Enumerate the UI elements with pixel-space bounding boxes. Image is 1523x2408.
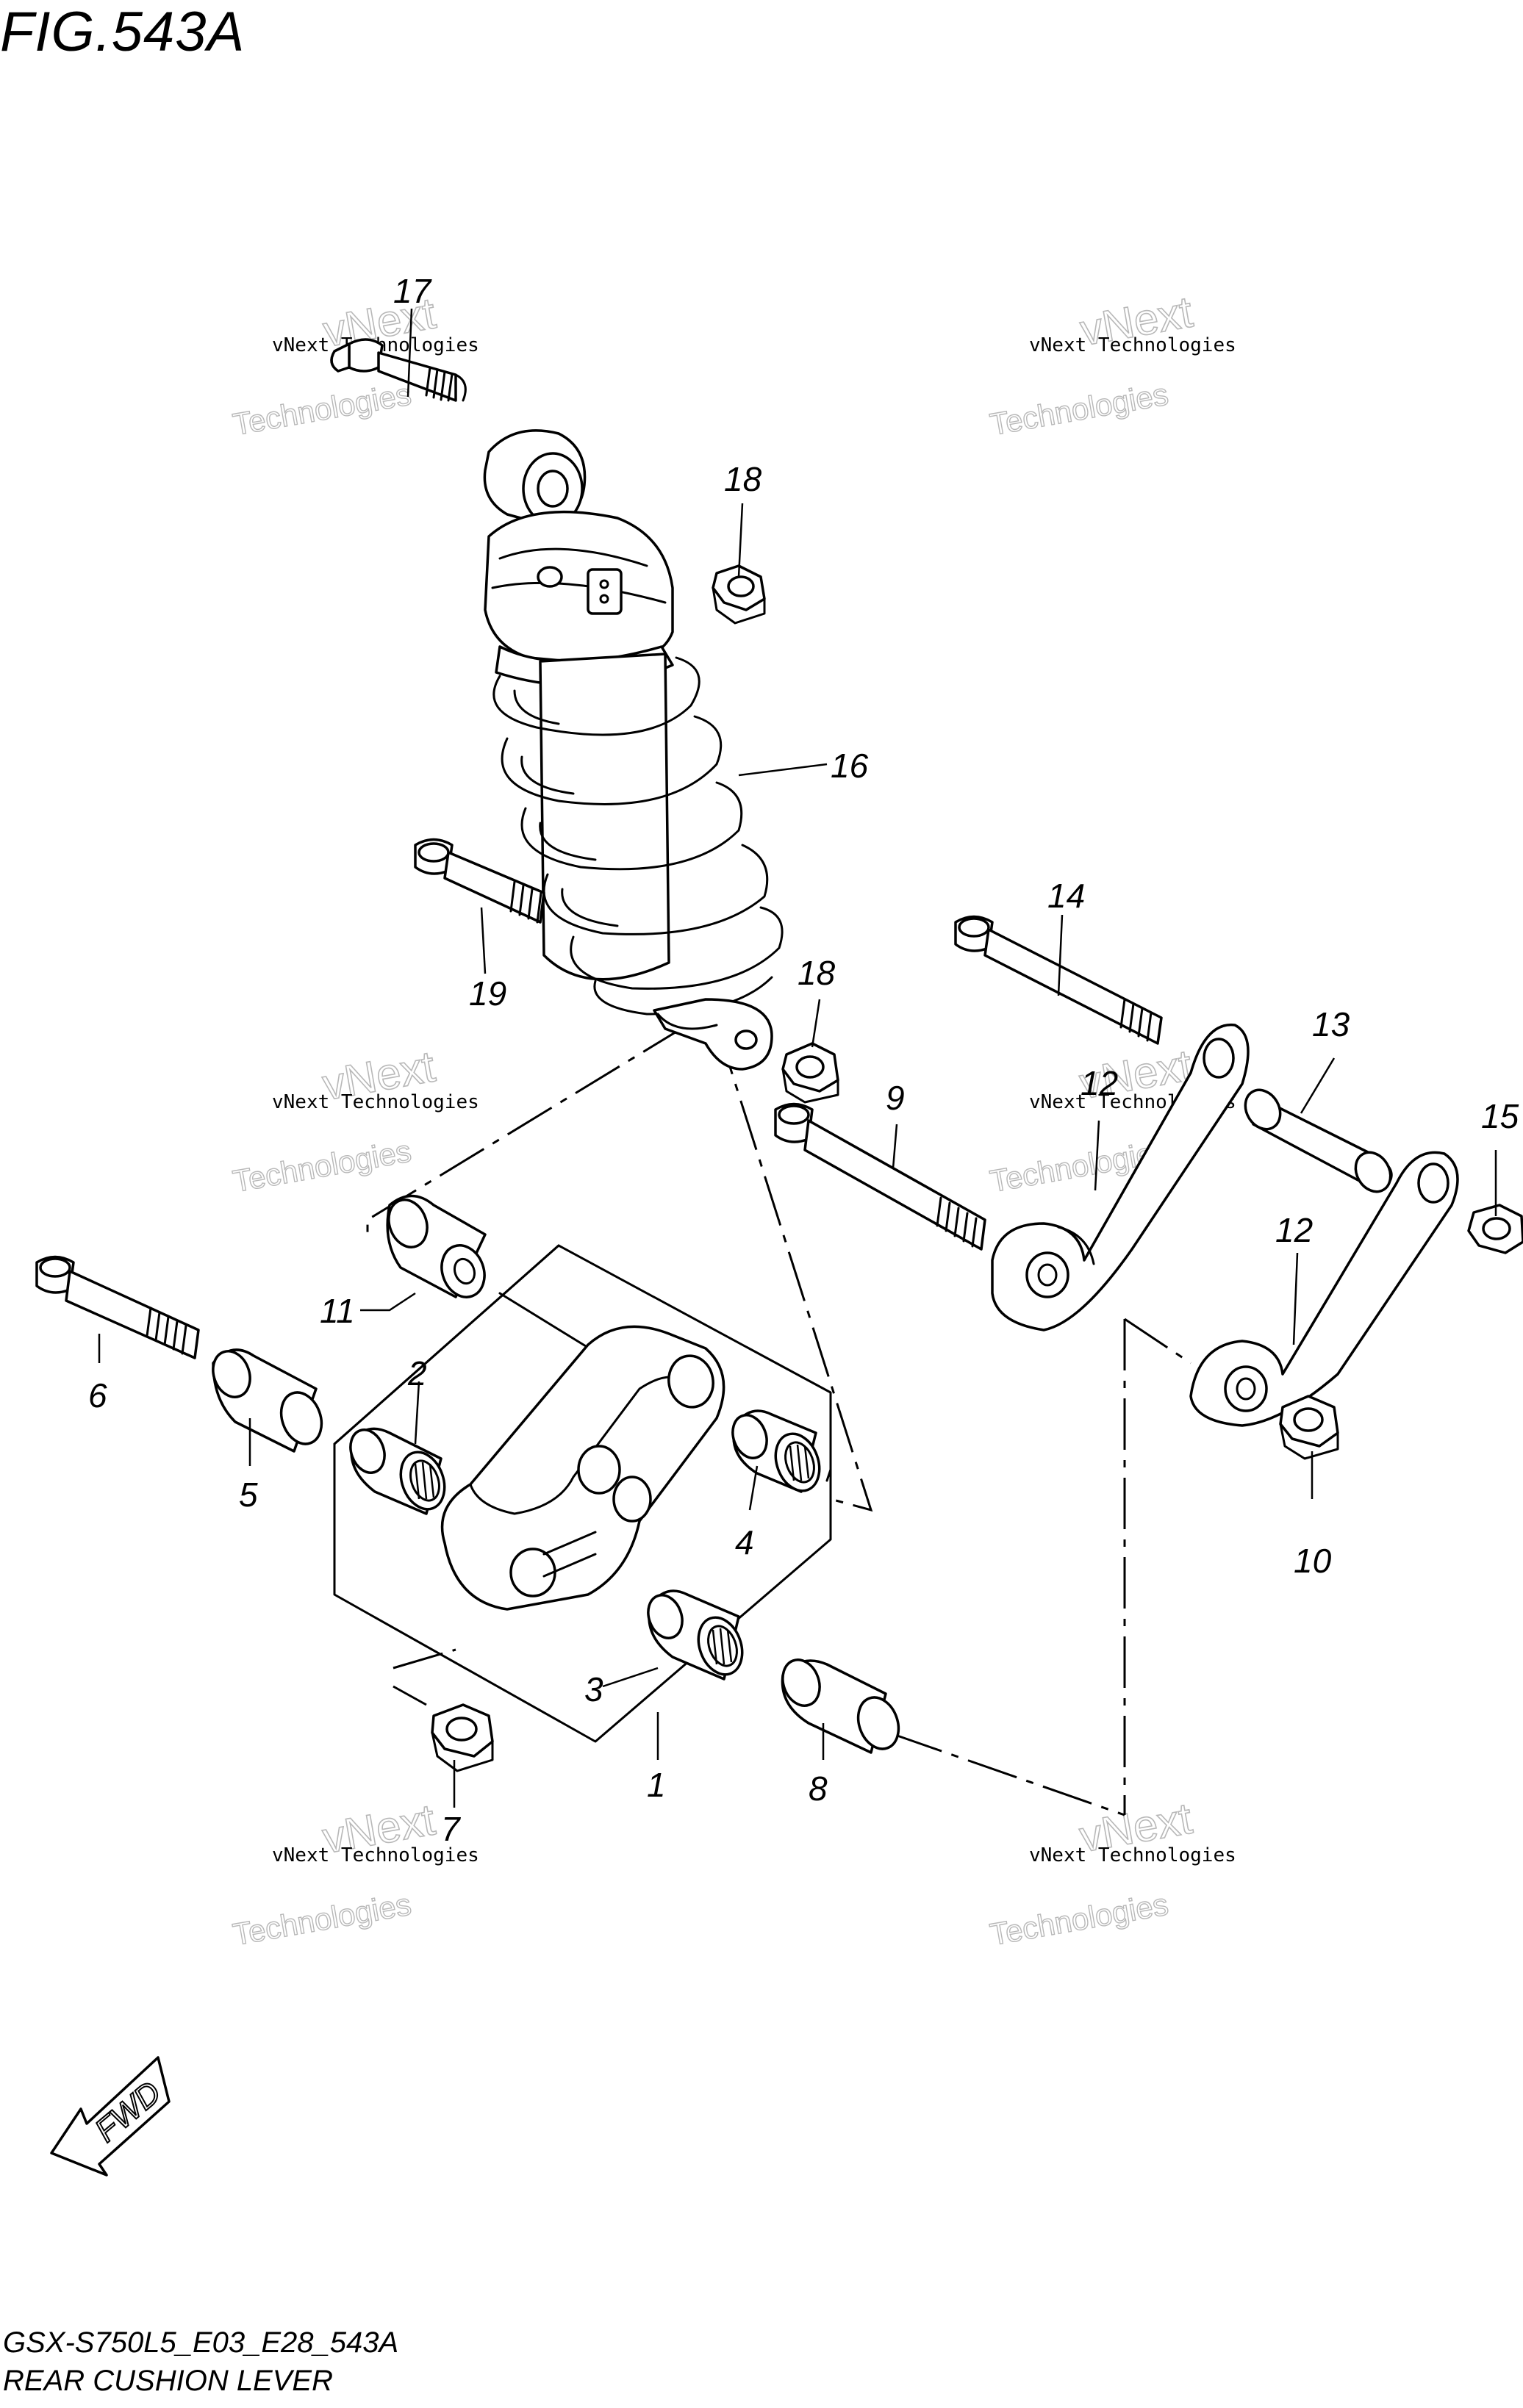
spacer-13 [1244, 1088, 1393, 1193]
svg-text:vNext Technologies: vNext Technologies [272, 1844, 479, 1866]
callout-16: 16 [831, 747, 869, 785]
callout-14: 14 [1047, 877, 1085, 915]
svg-text:Technologies: Technologies [230, 1133, 414, 1198]
callout-13: 13 [1312, 1005, 1350, 1043]
callout-11: 11 [320, 1292, 355, 1330]
assembly-lines [366, 1024, 1191, 1816]
bearing-4 [731, 1409, 821, 1493]
leader-lines [98, 308, 1497, 1808]
forward-direction-arrow: FWD [50, 2056, 171, 2177]
nut-7 [431, 1703, 494, 1772]
rear-shock-absorber [483, 429, 784, 1071]
callout-2: 2 [407, 1354, 427, 1392]
callout-18b: 18 [798, 954, 836, 992]
bolt-14 [954, 915, 1163, 1045]
callout-9: 9 [886, 1079, 905, 1117]
spacer-5 [212, 1348, 323, 1453]
callout-10: 10 [1294, 1542, 1332, 1580]
watermark-bottom-right: vNext Technologies vNext Technologies [987, 1793, 1236, 1952]
part-callouts: 17 18 16 19 18 14 13 15 9 12 12 11 2 6 5… [88, 272, 1519, 1848]
svg-text:Technologies: Technologies [230, 376, 414, 442]
nut-18-upper [712, 564, 766, 625]
callout-3: 3 [584, 1670, 603, 1708]
figure-title: FIG.543A [0, 1, 246, 63]
bearing-3 [647, 1589, 744, 1681]
svg-text:vNext Technologies: vNext Technologies [1029, 334, 1236, 356]
callout-7: 7 [441, 1810, 461, 1848]
callout-5: 5 [239, 1476, 258, 1514]
callout-15: 15 [1481, 1097, 1519, 1135]
svg-text:Technologies: Technologies [987, 1886, 1171, 1952]
callout-18: 18 [724, 460, 762, 498]
spacer-11 [386, 1194, 487, 1298]
bolt-9 [774, 1102, 986, 1251]
tie-rod-12-lower [1189, 1151, 1459, 1427]
leader-line [825, 1468, 832, 1482]
callout-12-lower: 12 [1275, 1211, 1313, 1249]
callout-17: 17 [393, 272, 432, 310]
figure-code: GSX-S750L5_E03_E28_543A [3, 2326, 399, 2359]
nut-10 [1279, 1395, 1339, 1460]
callout-1: 1 [647, 1766, 666, 1804]
svg-text:Technologies: Technologies [987, 376, 1171, 442]
watermark-top-right: vNext Technologies vNext Technologies [987, 287, 1236, 442]
svg-text:Technologies: Technologies [230, 1886, 414, 1952]
leader-line [498, 1292, 597, 1354]
bolt-19 [414, 838, 545, 924]
cushion-lever [440, 1325, 725, 1611]
svg-text:vNext Technologies: vNext Technologies [1029, 1844, 1236, 1866]
svg-text:vNext Technologies: vNext Technologies [272, 1091, 479, 1113]
bearing-2 [349, 1427, 446, 1515]
nut-15 [1467, 1204, 1523, 1254]
callout-4: 4 [735, 1523, 754, 1561]
outline-edge [333, 1244, 560, 1445]
nut-18-lower [781, 1042, 839, 1104]
figure-name: REAR CUSHION LEVER [3, 2365, 333, 2397]
callout-8: 8 [809, 1769, 828, 1808]
tie-rod-12-upper [991, 1023, 1250, 1331]
callout-12-upper: 12 [1081, 1064, 1118, 1102]
callout-19: 19 [469, 974, 506, 1013]
bolt-17 [330, 338, 467, 402]
bolt-6 [35, 1255, 200, 1359]
callout-6: 6 [88, 1376, 107, 1415]
spacer-8 [781, 1658, 900, 1754]
